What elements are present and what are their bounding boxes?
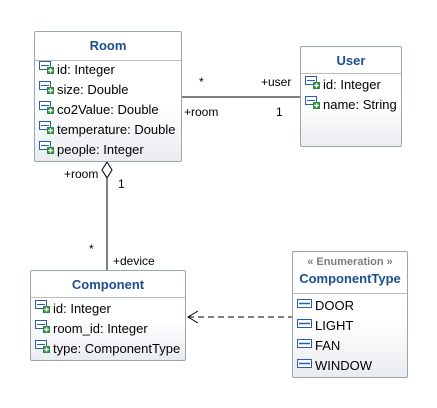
room-attribute: people: Integer	[39, 140, 144, 158]
room-role-label: +room	[184, 105, 219, 119]
aggregation-component-multiplicity: *	[89, 242, 94, 256]
room-class[interactable]: Room id: Integer size: Double co2Value: …	[34, 31, 182, 162]
enumeration-literal: DOOR	[297, 298, 354, 314]
aggregation-room-role: +room	[64, 167, 99, 181]
enum-literal-icon	[297, 297, 313, 314]
component-attribute: type: ComponentType	[35, 339, 180, 357]
enumeration-literal: LIGHT	[297, 318, 353, 334]
user-class-header: User	[301, 47, 401, 74]
enumeration-header: « Enumeration » ComponentType	[293, 252, 407, 294]
component-class-header: Component	[31, 271, 185, 298]
attribute-icon	[305, 95, 321, 113]
attribute-icon	[305, 75, 321, 93]
enum-literal-icon	[297, 337, 313, 354]
user-attribute: name: String	[305, 95, 397, 113]
attribute-icon	[35, 339, 51, 357]
room-attribute: temperature: Double	[39, 120, 176, 138]
user-role-label: +user	[261, 75, 292, 89]
user-attribute: id: Integer	[305, 75, 381, 93]
enumeration-name: ComponentType	[299, 271, 401, 286]
attribute-icon	[39, 120, 55, 138]
attribute-icon	[35, 299, 51, 317]
enum-literal-icon	[297, 317, 313, 334]
user-end-multiplicity: 1	[276, 105, 283, 119]
enum-literal-icon	[297, 357, 313, 374]
attribute-icon	[39, 140, 55, 158]
enumeration-literal: FAN	[297, 338, 340, 354]
component-class[interactable]: Component id: Integer room_id: Integer t…	[30, 270, 186, 361]
room-attribute: id: Integer	[39, 60, 115, 78]
room-class-header: Room	[35, 32, 181, 61]
enumeration-literal: WINDOW	[297, 358, 372, 374]
room-attribute: size: Double	[39, 80, 129, 98]
user-class[interactable]: User id: Integer name: String	[300, 46, 402, 147]
attribute-icon	[39, 80, 55, 98]
component-type-enumeration[interactable]: « Enumeration » ComponentType DOOR LIGHT…	[292, 251, 408, 378]
aggregation-diamond	[101, 161, 113, 179]
dependency-arrowhead	[187, 310, 199, 324]
component-attribute: id: Integer	[35, 299, 111, 317]
room-end-multiplicity: *	[199, 75, 204, 89]
attribute-icon	[39, 60, 55, 78]
component-attribute: room_id: Integer	[35, 319, 148, 337]
enumeration-stereotype: « Enumeration »	[307, 256, 393, 268]
device-role-label: +device	[113, 254, 155, 268]
component-class-name: Component	[71, 277, 145, 292]
room-attribute: co2Value: Double	[39, 100, 159, 118]
room-class-name: Room	[89, 38, 127, 53]
aggregation-room-multiplicity: 1	[118, 177, 125, 191]
attribute-icon	[35, 319, 51, 337]
attribute-icon	[39, 100, 55, 118]
user-class-name: User	[336, 53, 366, 68]
